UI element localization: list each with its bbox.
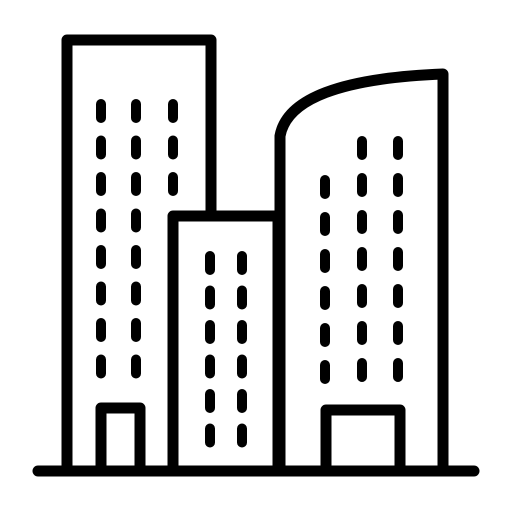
- middle-building-outline: [167, 210, 284, 477]
- right-tower-outline: [274, 68, 449, 477]
- left-tower-door: [95, 402, 146, 477]
- windows-group: [96, 99, 403, 448]
- right-tower-door: [320, 404, 406, 477]
- left-tower-outline: [61, 34, 217, 477]
